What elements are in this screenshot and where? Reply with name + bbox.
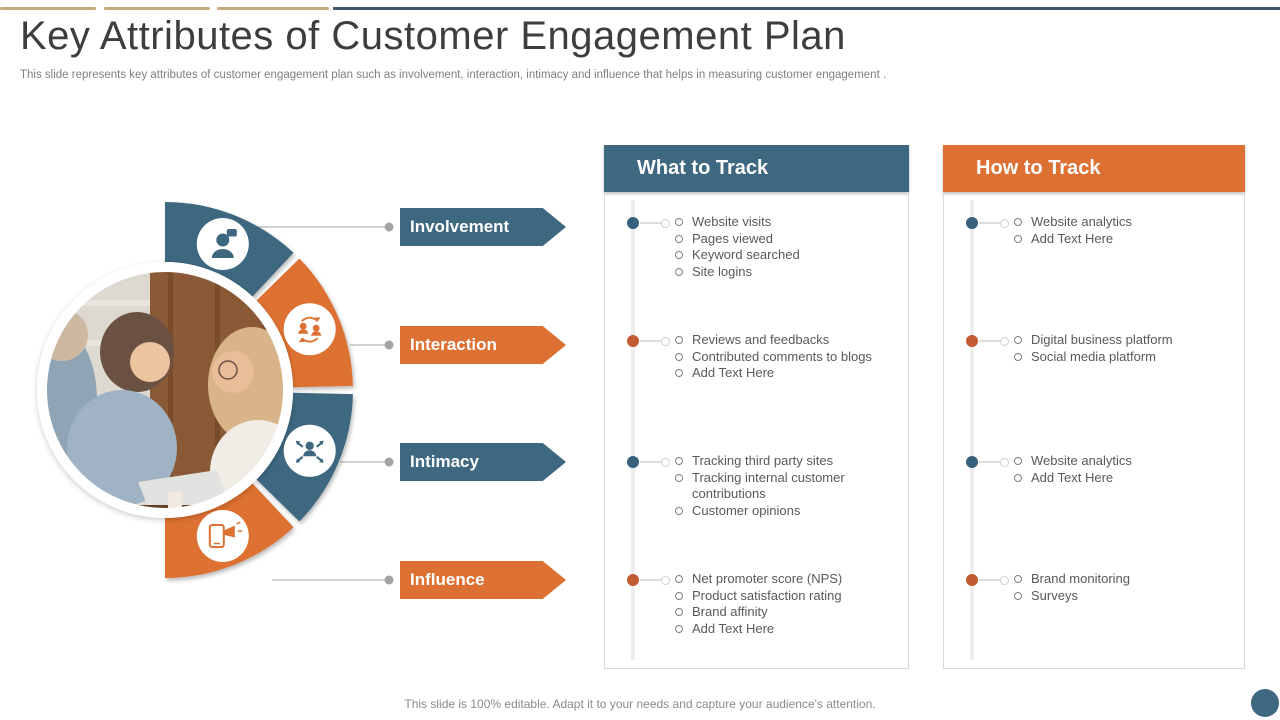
panel-how-body: Website analytics Add Text Here Digital … bbox=[943, 192, 1245, 669]
bullet-icon bbox=[675, 352, 683, 361]
panel-what-header: What to Track bbox=[604, 145, 909, 192]
group-connector bbox=[640, 222, 661, 224]
track-item: Add Text Here bbox=[675, 365, 893, 382]
bullet-icon bbox=[675, 267, 683, 276]
bullet-icon bbox=[1014, 218, 1022, 226]
top-accent-segment bbox=[217, 7, 329, 10]
timeline-line bbox=[970, 200, 974, 660]
pennant-influence: Influence bbox=[400, 561, 566, 599]
slide-subtitle: This slide represents key attributes of … bbox=[20, 69, 887, 81]
slide-title: Key Attributes of Customer Engagement Pl… bbox=[20, 14, 846, 58]
group-connector bbox=[640, 340, 661, 342]
bullet-icon bbox=[1014, 234, 1022, 243]
group-dot bbox=[966, 574, 978, 586]
track-item: Site logins bbox=[675, 264, 893, 281]
track-item: Customer opinions bbox=[675, 503, 893, 520]
pennant-intimacy: Intimacy bbox=[400, 443, 566, 481]
corner-decoration-circle bbox=[1251, 689, 1279, 717]
track-item: Add Text Here bbox=[675, 621, 893, 638]
bullet-icon bbox=[675, 457, 683, 465]
timeline-line bbox=[631, 200, 635, 660]
pennant-interaction: Interaction bbox=[400, 326, 566, 364]
group-dot bbox=[966, 217, 978, 229]
track-item: Reviews and feedbacks bbox=[675, 332, 893, 349]
ring-segment-involvement bbox=[165, 202, 294, 298]
footer-note: This slide is 100% editable. Adapt it to… bbox=[404, 697, 876, 711]
bullet-icon bbox=[675, 506, 683, 515]
group-connector bbox=[979, 222, 1000, 224]
bullet-icon bbox=[1014, 457, 1022, 465]
track-item: Net promoter score (NPS) bbox=[675, 571, 893, 588]
track-item: Website analytics bbox=[1014, 453, 1232, 470]
connector-lines bbox=[258, 226, 392, 581]
top-accent-segment bbox=[104, 7, 210, 10]
ring-segment-interaction bbox=[255, 258, 353, 388]
bullet-icon bbox=[675, 251, 683, 259]
team-photo bbox=[37, 262, 293, 518]
user-icon bbox=[196, 218, 249, 270]
track-item: Pages viewed bbox=[675, 231, 893, 248]
track-item: Website analytics bbox=[1014, 214, 1232, 231]
group-connector-end bbox=[1000, 219, 1009, 228]
group-connector-end bbox=[661, 458, 670, 467]
pennant-involvement: Involvement bbox=[400, 208, 566, 246]
bullet-icon bbox=[675, 575, 683, 583]
panel-how-to-track: How to Track Website analytics Add Text … bbox=[943, 145, 1245, 669]
top-accent-line bbox=[333, 7, 1280, 10]
group-connector bbox=[979, 579, 1000, 581]
top-accent-segment bbox=[0, 7, 96, 10]
group-connector bbox=[640, 461, 661, 463]
group-dot bbox=[627, 574, 639, 586]
group-connector bbox=[979, 340, 1000, 342]
track-item: Digital business platform bbox=[1014, 332, 1232, 349]
ring-segment-intimacy bbox=[255, 392, 353, 522]
bullet-icon bbox=[675, 473, 683, 482]
group-connector bbox=[979, 461, 1000, 463]
person-influence-icon bbox=[283, 424, 336, 477]
group-connector-end bbox=[1000, 337, 1009, 346]
track-item: Tracking third party sites bbox=[675, 453, 893, 470]
people-sync-icon bbox=[283, 303, 336, 356]
group-dot bbox=[966, 335, 978, 347]
ring-segment-influence bbox=[165, 482, 294, 578]
bullet-icon bbox=[675, 624, 683, 633]
track-item: Website visits bbox=[675, 214, 893, 231]
bullet-icon bbox=[1014, 336, 1022, 344]
bullet-icon bbox=[675, 218, 683, 226]
bullet-icon bbox=[675, 608, 683, 616]
bullet-icon bbox=[675, 591, 683, 600]
bullet-icon bbox=[1014, 352, 1022, 361]
group-connector-end bbox=[661, 219, 670, 228]
bullet-icon bbox=[1014, 575, 1022, 583]
track-item: Add Text Here bbox=[1014, 231, 1232, 248]
track-item: Product satisfaction rating bbox=[675, 588, 893, 605]
track-item: Tracking internal customer contributions bbox=[675, 470, 893, 503]
group-connector-end bbox=[1000, 458, 1009, 467]
connector-dots bbox=[384, 222, 394, 585]
group-dot bbox=[627, 335, 639, 347]
group-dot bbox=[627, 217, 639, 229]
group-connector-end bbox=[1000, 576, 1009, 585]
panel-how-header: How to Track bbox=[943, 145, 1245, 192]
bullet-icon bbox=[675, 234, 683, 243]
track-item: Keyword searched bbox=[675, 247, 893, 264]
group-dot bbox=[627, 456, 639, 468]
track-item: Brand affinity bbox=[675, 604, 893, 621]
bullet-icon bbox=[1014, 473, 1022, 482]
track-item: Add Text Here bbox=[1014, 470, 1232, 487]
panel-what-to-track: What to Track Website visits Pages viewe… bbox=[604, 145, 909, 669]
track-item: Surveys bbox=[1014, 588, 1232, 605]
group-dot bbox=[966, 456, 978, 468]
group-connector-end bbox=[661, 337, 670, 346]
bullet-icon bbox=[1014, 591, 1022, 600]
track-item: Contributed comments to blogs bbox=[675, 349, 893, 366]
bullet-icon bbox=[675, 369, 683, 377]
bullet-icon bbox=[675, 336, 683, 344]
track-item: Brand monitoring bbox=[1014, 571, 1232, 588]
mobile-megaphone-icon bbox=[196, 510, 249, 562]
track-item: Social media platform bbox=[1014, 349, 1232, 366]
panel-what-body: Website visits Pages viewed Keyword sear… bbox=[604, 192, 909, 669]
group-connector-end bbox=[661, 576, 670, 585]
group-connector bbox=[640, 579, 661, 581]
